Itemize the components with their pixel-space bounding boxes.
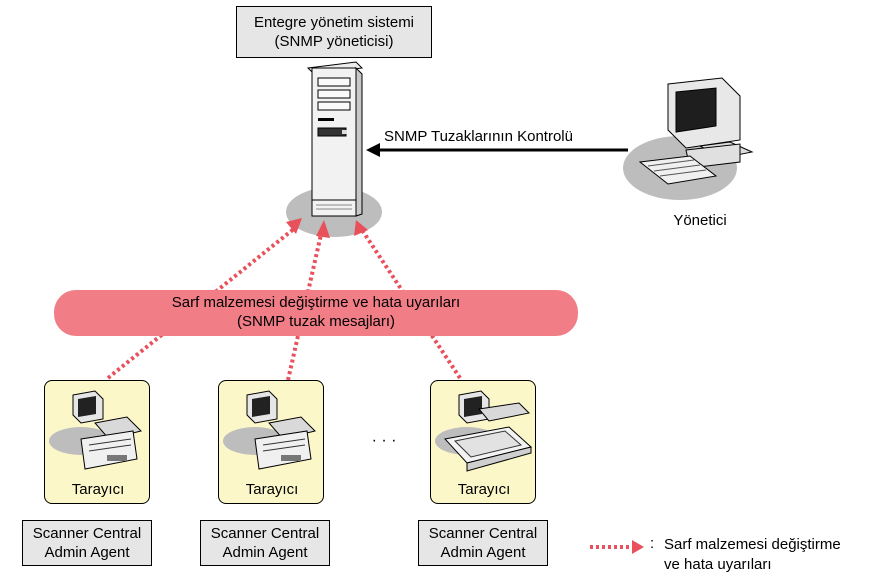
traps-band-line2: (SNMP tuzak mesajları): [236, 313, 396, 330]
manager-box-line2: (SNMP yöneticisi): [274, 33, 394, 50]
traps-band-line1: Sarf malzemesi değiştirme ve hata uyarıl…: [171, 294, 461, 311]
agent-box-1: Scanner Central Admin Agent: [22, 520, 152, 566]
scanner-1-label: Tarayıcı: [71, 481, 125, 498]
legend-separator: :: [650, 535, 655, 552]
manager-box: Entegre yönetim sistemi (SNMP yöneticisi…: [236, 6, 432, 58]
agent-3-line2: Admin Agent: [440, 544, 526, 561]
traps-band: Sarf malzemesi değiştirme ve hata uyarıl…: [54, 290, 578, 336]
scanner-icon: [223, 390, 316, 470]
agent-box-2: Scanner Central Admin Agent: [200, 520, 330, 566]
control-arrow-label: SNMP Tuzaklarının Kontrolü: [384, 128, 573, 145]
trap-arrows: [106, 218, 462, 381]
agent-2-line2: Admin Agent: [222, 544, 308, 561]
agent-1-line2: Admin Agent: [44, 544, 130, 561]
agent-3-line1: Scanner Central: [428, 525, 538, 542]
flatbed-scanner-icon: [435, 390, 533, 472]
agent-1-line1: Scanner Central: [32, 525, 142, 542]
scanner-card-3: Tarayıcı: [430, 380, 536, 504]
legend-line1: Sarf malzemesi değiştirme: [664, 536, 841, 553]
server-icon: [306, 61, 364, 217]
legend-text: Sarf malzemesi değiştirme ve hata uyarıl…: [664, 535, 876, 575]
scanner-icon: [49, 390, 142, 470]
agent-box-3: Scanner Central Admin Agent: [418, 520, 548, 566]
control-arrow-head: [366, 143, 380, 157]
admin-label: Yönetici: [673, 212, 727, 229]
legend-arrow-head: [632, 540, 644, 554]
manager-box-line1: Entegre yönetim sistemi: [253, 14, 415, 31]
more-scanners-ellipsis: · · ·: [371, 432, 397, 449]
scanner-card-1: Tarayıcı: [44, 380, 150, 504]
scanner-2-label: Tarayıcı: [245, 481, 299, 498]
scanner-card-2: Tarayıcı: [218, 380, 324, 504]
agent-2-line1: Scanner Central: [210, 525, 320, 542]
scanner-3-label: Tarayıcı: [457, 481, 511, 498]
legend-line2: ve hata uyarıları: [664, 556, 772, 573]
admin-computer-icon: [638, 77, 754, 185]
